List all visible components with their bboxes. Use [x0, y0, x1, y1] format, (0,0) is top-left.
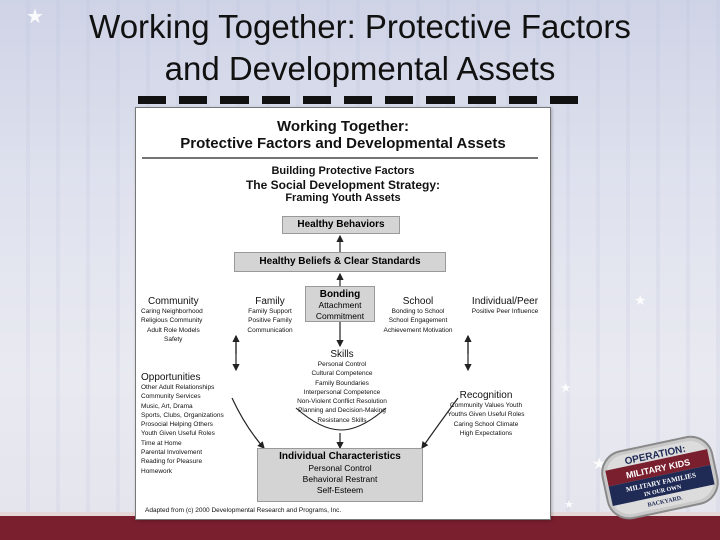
subheader-line3: Framing Youth Assets: [285, 192, 401, 204]
skills-item: Family Boundaries: [315, 379, 369, 387]
community-item: Religious Community: [141, 317, 203, 325]
dog-tag-logo-icon: OPERATION: MILITARY KIDS MILITARY FAMILI…: [601, 435, 719, 520]
diagram-connectors: [142, 157, 538, 450]
community-item: Caring Neighborhood: [141, 308, 203, 315]
skills-item: Planning and Decision-Making: [298, 407, 386, 415]
operation-military-kids-logo: OPERATION: MILITARY KIDS MILITARY FAMILI…: [596, 426, 720, 530]
school-item: School Engagement: [388, 317, 448, 325]
subheader-line2: The Social Development Strategy:: [245, 178, 441, 192]
skills-title: Skills: [330, 349, 354, 360]
family-item: Communication: [247, 326, 293, 334]
community-item: Adult Role Models: [147, 326, 200, 334]
school-title: School: [402, 296, 434, 307]
star-icon: ★: [560, 380, 572, 395]
arc-opportunities: [231, 397, 265, 449]
individual-characteristics-item: Personal Control: [308, 463, 372, 473]
diagram-document: Working Together: Protective Factors and…: [135, 107, 551, 520]
skills-item: Cultural Competence: [311, 370, 373, 378]
school-block: School Bonding to School School Engageme…: [378, 296, 458, 335]
arc-recognition: [421, 397, 459, 449]
subheader-line1: Building Protective Factors: [271, 165, 415, 177]
school-item: Bonding to School: [391, 308, 445, 315]
skills-item: Resistance Skills: [317, 416, 367, 424]
skills-item: Interpersonal Competence: [303, 388, 381, 396]
community-item: Safety: [164, 335, 183, 343]
healthy-behaviors-box: Healthy Behaviors: [282, 216, 400, 234]
community-block: Community Caring Neighborhood Religious …: [141, 296, 221, 344]
skills-item: Non-Violent Conflict Resolution: [297, 398, 387, 406]
diagram-header: Working Together: Protective Factors and…: [136, 118, 550, 152]
skills-block: Skills Personal Control Cultural Compete…: [280, 349, 404, 425]
individual-characteristics-item: Self-Esteem: [316, 485, 364, 495]
bonding-item: Attachment: [318, 300, 362, 310]
slide-title: Working Together: Protective Factors and…: [0, 6, 720, 90]
school-item: Achievement Motivation: [383, 326, 453, 334]
individual-characteristics-box: Individual Characteristics Personal Cont…: [257, 448, 423, 502]
opportunities-item: Homework: [141, 467, 173, 475]
diagram-header-line2: Protective Factors and Developmental Ass…: [180, 135, 506, 152]
opportunities-item: Music, Art, Drama: [141, 402, 193, 410]
diagram-subheader: Building Protective Factors The Social D…: [136, 165, 550, 205]
individual-peer-item: Positive Peer Influence: [471, 308, 539, 315]
bonding-box: Bonding Attachment Commitment: [305, 286, 375, 322]
recognition-item: Community Values Youth: [449, 402, 523, 409]
family-item: Positive Family: [248, 317, 292, 325]
opportunities-item: Community Services: [141, 393, 201, 401]
arc-skills: [295, 407, 387, 431]
individual-peer-title: Individual/Peer: [471, 296, 539, 307]
star-icon: ★: [564, 499, 574, 511]
beliefs-standards-box: Healthy Beliefs & Clear Standards: [234, 252, 446, 272]
diagram-header-line1: Working Together:: [277, 118, 409, 135]
family-block: Family Family Support Positive Family Co…: [240, 296, 300, 335]
recognition-item: Youths Given Useful Roles: [447, 411, 525, 419]
opportunities-item: Time at Home: [141, 439, 182, 447]
opportunities-item: Parental Involvement: [141, 449, 203, 457]
bonding-title: Bonding: [319, 289, 361, 300]
opportunities-item: Youth Given Useful Roles: [141, 430, 215, 438]
opportunities-item: Prosocial Helping Others: [141, 421, 213, 429]
opportunities-item: Sports, Clubs, Organizations: [141, 411, 224, 419]
family-item: Family Support: [248, 308, 292, 315]
skills-item: Personal Control: [317, 361, 367, 368]
recognition-block: Recognition Community Values Youth Youth…: [434, 390, 538, 438]
community-title: Community: [148, 296, 199, 307]
opportunities-block: Opportunities Other Adult Relationships …: [141, 372, 236, 476]
diagram-footer: Adapted from (c) 2000 Developmental Rese…: [145, 507, 342, 514]
opportunities-item: Other Adult Relationships: [141, 384, 215, 391]
star-icon: ★: [26, 6, 44, 28]
bonding-item: Commitment: [315, 311, 365, 321]
recognition-item: Caring School Climate: [453, 420, 519, 428]
family-title: Family: [255, 296, 285, 307]
opportunities-title: Opportunities: [141, 372, 201, 383]
individual-characteristics-item: Behavioral Restrant: [302, 474, 378, 484]
individual-peer-block: Individual/Peer Positive Peer Influence: [464, 296, 546, 316]
individual-characteristics-title: Individual Characteristics: [279, 451, 401, 462]
recognition-item: High Expectations: [459, 429, 513, 437]
slide-title-line1: Working Together: Protective Factors: [89, 8, 631, 45]
slide-title-line2: and Developmental Assets: [164, 50, 556, 87]
opportunities-item: Reading for Pleasure: [141, 458, 203, 466]
recognition-title: Recognition: [459, 390, 513, 401]
star-icon: ★: [634, 292, 647, 308]
title-underline-dashes: [138, 96, 579, 106]
